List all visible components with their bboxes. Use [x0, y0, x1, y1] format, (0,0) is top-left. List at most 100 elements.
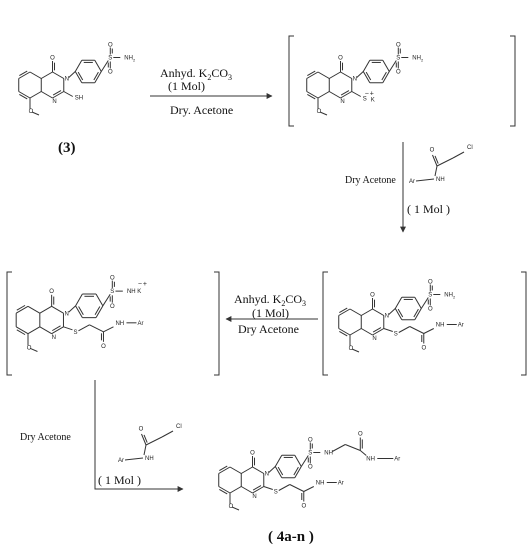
bond-133 [252, 486, 265, 494]
oxygen-carbonyl: O [370, 293, 375, 299]
bond-28-double [307, 93, 316, 100]
bond-139 [274, 454, 283, 467]
cond-dry-acetone-2: Dry Acetone [345, 175, 396, 186]
bond-118 [63, 326, 73, 331]
bond-71 [372, 328, 385, 336]
thiolate-s: S [363, 97, 367, 103]
bond-111-double [94, 306, 101, 315]
bond-62-double [339, 307, 348, 314]
aryl-ar: Ar [338, 481, 344, 487]
bond-95 [15, 326, 29, 335]
bond-155 [278, 484, 291, 491]
bond-68 [361, 308, 373, 316]
bond-149 [332, 444, 346, 452]
bond-138 [268, 466, 276, 473]
bond-64 [338, 328, 351, 336]
bond-46-double [365, 71, 372, 81]
oxygen-amide: O [139, 427, 144, 433]
oxygen-methoxy: O [27, 345, 32, 351]
bond-13 [31, 111, 40, 116]
bond-113 [75, 305, 83, 318]
amide-nh: NH [436, 177, 445, 183]
bond-144-double [277, 466, 284, 476]
bond-60 [143, 444, 147, 456]
oxygen-sulfonyl-top: O [396, 43, 401, 49]
sulfur-sulfonyl: S [308, 451, 312, 457]
oxygen-sulfonyl-bottom: O [396, 70, 401, 76]
bond-2 [18, 91, 31, 99]
oxygen-sulfonyl-bottom: O [110, 304, 115, 310]
bond-103 [39, 326, 52, 335]
nitrogen-n3: N [353, 77, 357, 83]
bond-65 [349, 328, 362, 336]
bond-82-double [397, 308, 404, 318]
bond-59 [161, 430, 174, 438]
bond-102-double [52, 325, 61, 332]
bond-122 [103, 326, 114, 333]
bond-89 [409, 326, 424, 334]
bond-96 [27, 326, 41, 335]
oxygen-amide: O [421, 346, 426, 352]
charge-minus: − [138, 281, 142, 288]
bond-120 [89, 324, 104, 333]
sulfur-sulfonyl: S [110, 289, 114, 295]
bond-3 [29, 91, 42, 99]
cond-one-mol-2: ( 1 Mol ) [407, 202, 450, 216]
bond-126 [218, 486, 231, 494]
bond-58 [145, 436, 163, 446]
bond-43 [382, 59, 390, 72]
bond-14 [68, 71, 76, 78]
aryl-ar: Ar [458, 323, 464, 329]
bond-95-double [16, 329, 26, 336]
bond-114 [102, 294, 111, 307]
bond-106 [29, 347, 38, 352]
nitrogen-n3: N [265, 472, 269, 478]
bond-6 [41, 71, 53, 79]
bond-40 [356, 71, 364, 78]
bond-127 [229, 486, 242, 494]
bond-82 [394, 308, 403, 321]
oxygen-methoxy: O [349, 346, 354, 352]
bond-80-double [413, 308, 419, 318]
bond-44-double [381, 71, 387, 81]
nitrogen-n3: N [64, 311, 68, 317]
bond-98 [27, 305, 41, 314]
bond-5 [29, 71, 42, 79]
bond-2-double [19, 93, 28, 100]
cond-anhyd-k2co3-3: Anhyd. K2CO3 [234, 292, 306, 308]
bond-88 [398, 326, 411, 333]
bond-9 [52, 91, 65, 99]
bond-150 [345, 444, 361, 451]
bracket-right-intermediate-2 [521, 271, 527, 376]
aryl-ar: Ar [394, 457, 400, 463]
oxygen-sulfonyl-top: O [308, 438, 313, 444]
charge-minus: − [365, 91, 369, 98]
bond-35 [340, 91, 353, 99]
bracket-right-intermediate-3 [214, 271, 220, 376]
cond-dry-acetone-1: Dry. Acetone [170, 103, 233, 117]
nitrogen-n1: N [52, 335, 56, 341]
amide-nh: NH [366, 457, 375, 463]
cond-one-mol-4: ( 1 Mol ) [98, 473, 141, 487]
bond-158 [303, 486, 314, 492]
bond-26 [306, 71, 319, 79]
bond-80 [414, 308, 422, 321]
bond-18-double [93, 71, 99, 81]
bond-91 [423, 328, 434, 334]
bond-9-double [52, 90, 62, 96]
bond-28 [306, 91, 319, 99]
amine-nh2: NH2 [412, 56, 424, 63]
bond-76 [388, 308, 396, 315]
bond-21 [100, 60, 109, 72]
bond-141 [294, 454, 302, 467]
bond-144 [274, 466, 283, 479]
oxygen-sulfonyl-top: O [110, 276, 115, 282]
cond-one-mol-3: (1 Mol) [252, 306, 289, 320]
oxygen-sulfonyl-bottom: O [108, 70, 113, 76]
bond-53 [436, 157, 454, 167]
arrow-step-4 [94, 380, 184, 492]
